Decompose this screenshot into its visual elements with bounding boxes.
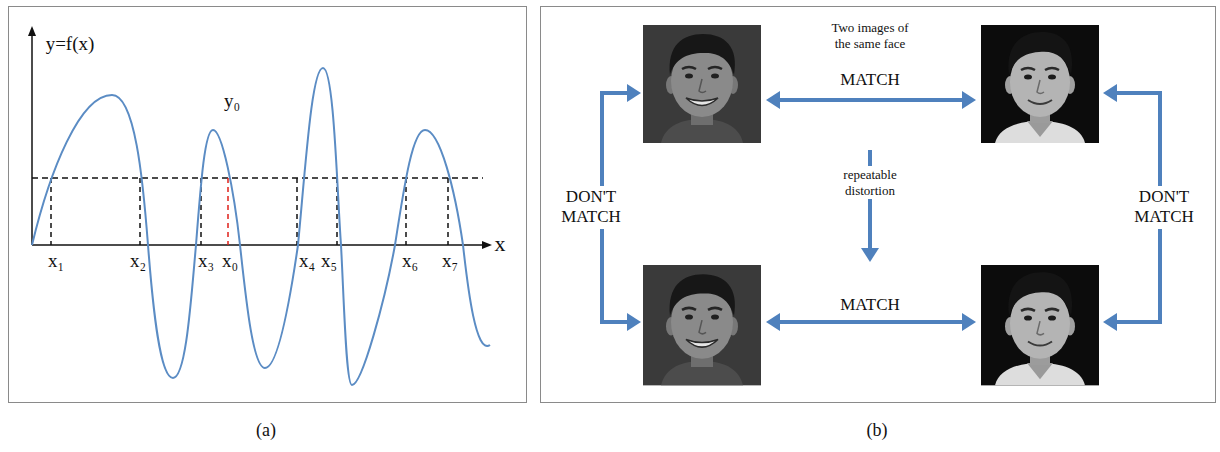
arrowhead [766,313,780,331]
root-label: x₂ [130,250,146,273]
root-label: x₄ [299,250,315,273]
root-label: x₅ [321,250,337,273]
arrowhead [766,91,780,109]
arrowhead [962,91,976,109]
match-label: MATCH [840,295,900,315]
drop-line [139,178,141,245]
face-photo [643,265,761,385]
match-label: MATCH [840,70,900,90]
distortion-arrow [868,150,872,250]
axis-label: x [495,231,506,257]
root-label: x₀ [222,250,238,273]
root-label: x₇ [442,250,458,273]
match-arrow [778,98,964,102]
panel-caption: (a) [256,420,276,442]
mismatch-label: DON'T MATCH [550,186,632,229]
panel-frame [541,7,1216,403]
face-photo [981,25,1099,143]
function-label: y=f(x) [46,33,95,56]
root-label: x₁ [48,250,64,273]
root-label: x₃ [198,250,214,273]
drop-line [50,178,52,245]
arrowhead [861,248,879,262]
arrow-shafts [602,93,1160,322]
note-text: Two images of the same face [822,20,918,51]
note-text: repeatable distortion [832,166,908,199]
value-label: y₀ [224,90,240,113]
axis-arrowhead [482,241,492,249]
drop-line [405,178,407,245]
drop-line [447,178,449,245]
x-axis [32,244,484,246]
red-drop-line [227,178,229,245]
match-arrow [778,320,964,324]
axis-arrowhead [28,26,36,36]
arrowhead [1103,84,1117,102]
face-photo [643,25,761,143]
panel-caption: (b) [867,420,888,442]
level-line [32,177,483,179]
root-label: x₆ [402,250,418,273]
mismatch-label: DON'T MATCH [1123,186,1205,229]
arrowhead [1103,313,1117,331]
panel-frame [9,7,527,403]
arrowhead [962,313,976,331]
face-photo [981,265,1099,385]
distorted-face-photo [643,265,761,385]
arrowhead [627,313,641,331]
function-curve [32,68,490,385]
y-axis [31,34,33,245]
drop-lines [51,178,448,245]
arrowheads [627,84,1117,331]
drop-line [296,178,298,245]
arrowhead [627,84,641,102]
distorted-face-photo [981,265,1099,385]
